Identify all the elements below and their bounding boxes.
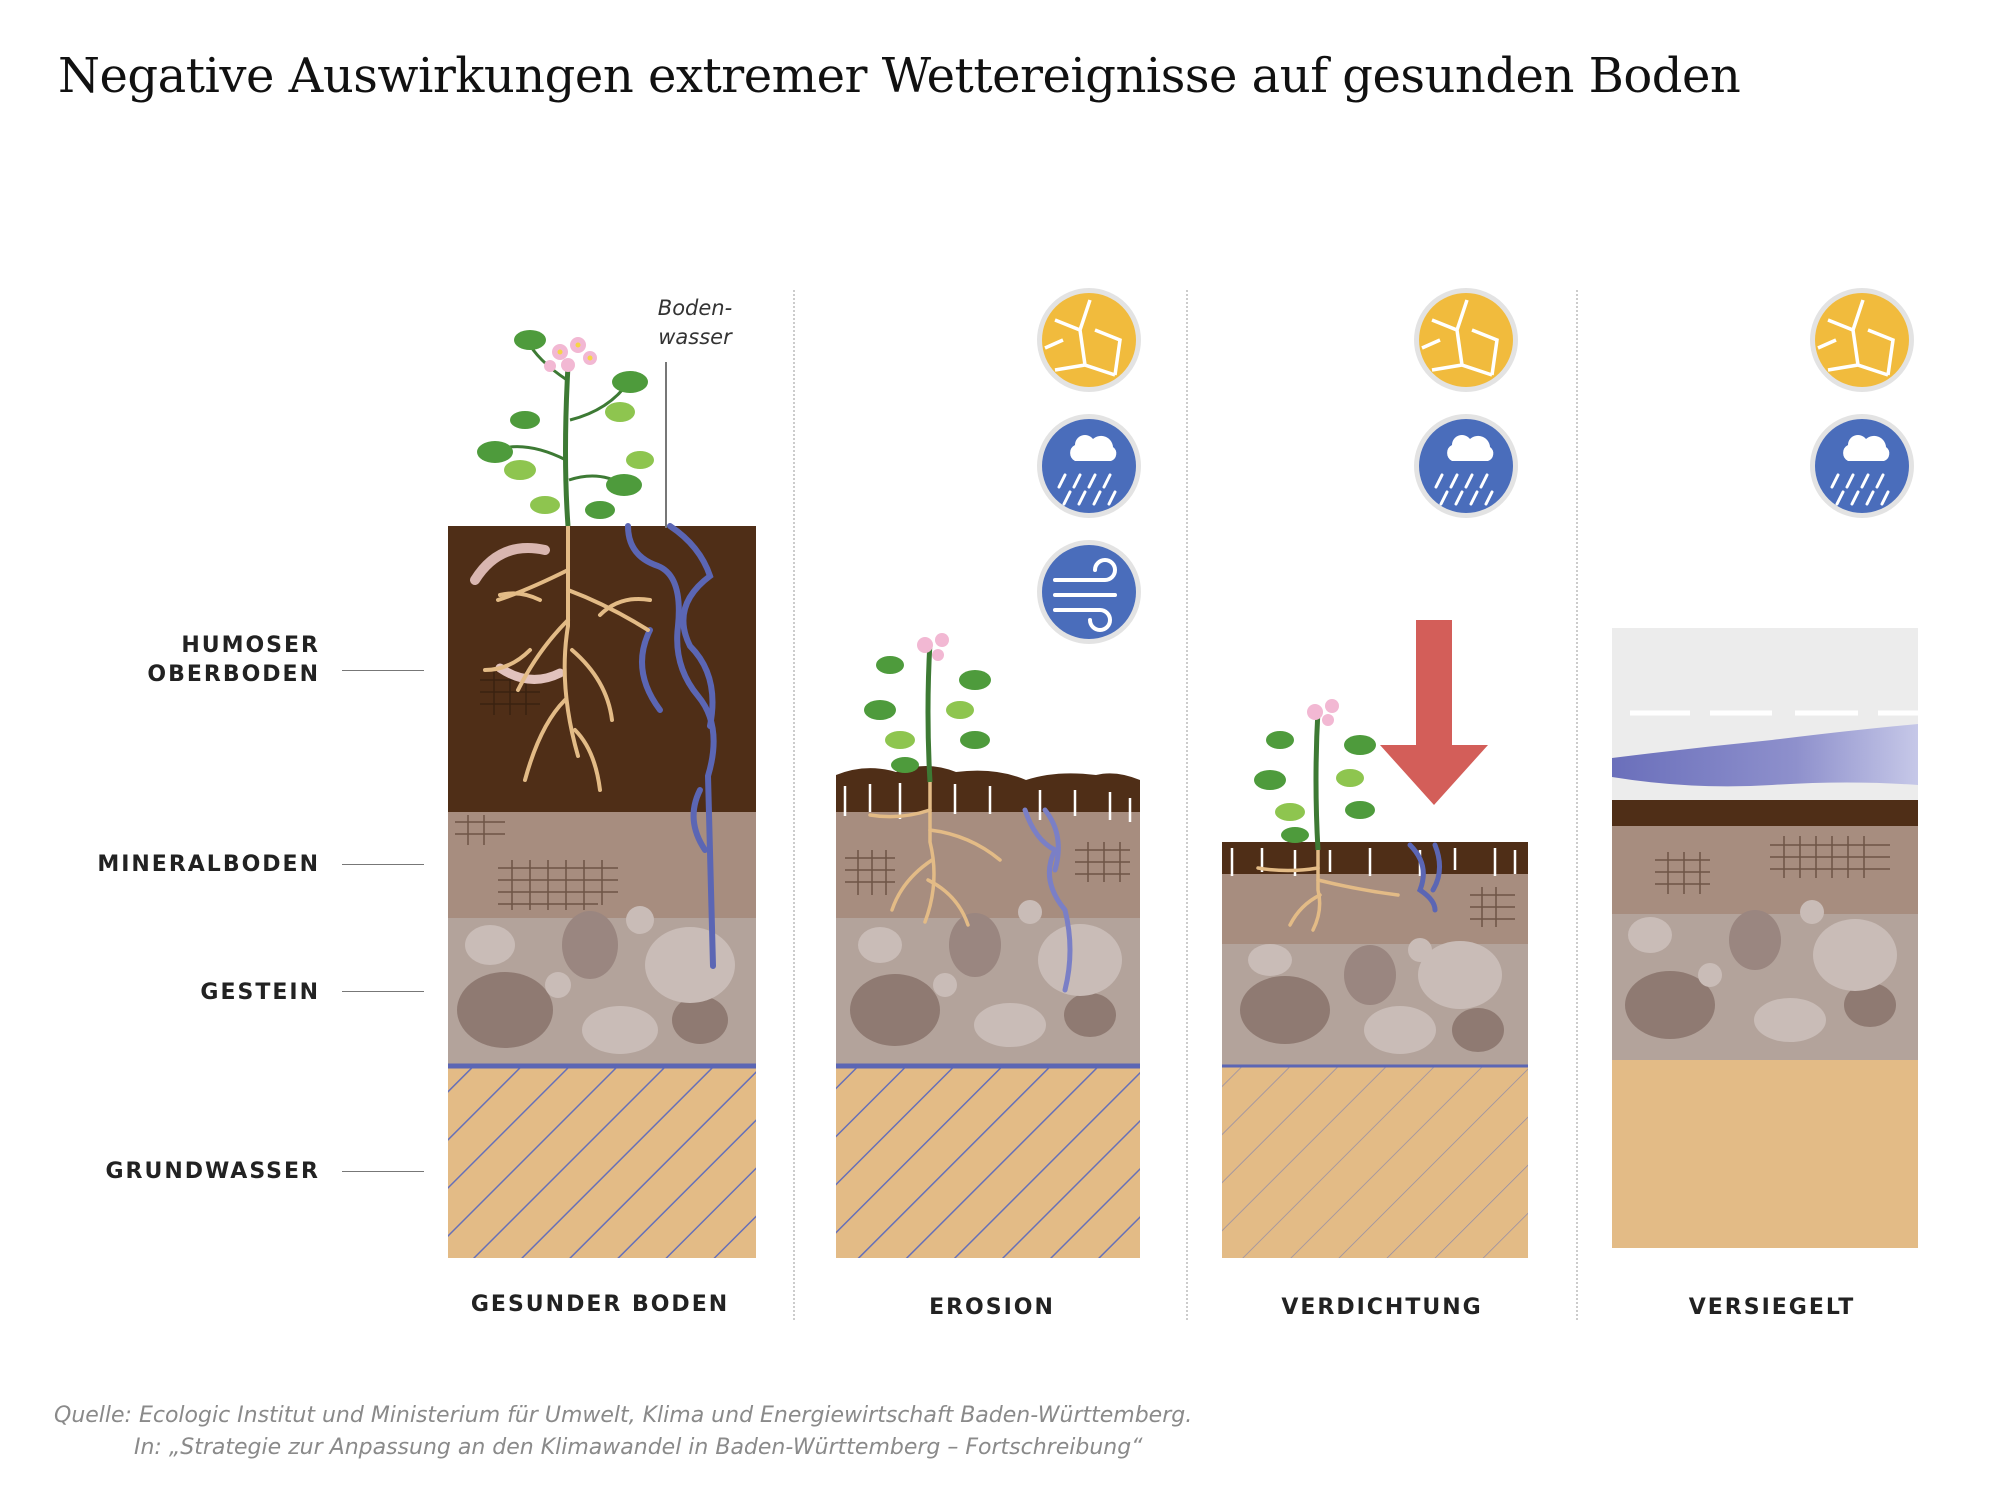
wind-icon bbox=[1037, 540, 1141, 644]
mineral-layer bbox=[1612, 826, 1918, 914]
page-title: Negative Auswirkungen extremer Wettereig… bbox=[58, 48, 1741, 104]
heavy-rain-icon bbox=[1810, 414, 1914, 518]
stones bbox=[850, 900, 1122, 1047]
column-label-erosion: EROSION bbox=[929, 1295, 1055, 1320]
earthworm bbox=[470, 543, 550, 585]
stones bbox=[1625, 900, 1897, 1042]
soilwater-label: Boden- wasser bbox=[640, 294, 750, 352]
surface-runoff-water bbox=[1612, 724, 1918, 787]
stones bbox=[1240, 938, 1504, 1054]
leader-line-mineral bbox=[342, 864, 424, 865]
soil-texture bbox=[845, 842, 1130, 895]
soilwater-label-line1: Boden- bbox=[657, 296, 733, 320]
heavy-rain-icon bbox=[1414, 414, 1518, 518]
plant-roots bbox=[868, 780, 1002, 927]
groundwater-layer bbox=[1612, 1060, 1918, 1248]
soil-column-sealed bbox=[1612, 628, 1918, 1248]
plant-roots bbox=[1256, 848, 1400, 932]
soil-texture bbox=[1655, 836, 1890, 894]
column-label-sealed: VERSIEGELT bbox=[1688, 1295, 1856, 1320]
soil-texture bbox=[1470, 887, 1515, 927]
humus-layer bbox=[1612, 800, 1918, 826]
layer-label-humus-line1: HUMOSER bbox=[181, 633, 320, 658]
layer-label-humus: HUMOSER OBERBODEN bbox=[147, 631, 320, 689]
groundwater-layer bbox=[836, 1066, 1140, 1258]
humus-layer bbox=[836, 766, 1140, 812]
column-divider bbox=[793, 290, 795, 1320]
plant bbox=[477, 330, 654, 527]
groundwater-layer bbox=[1222, 1066, 1528, 1258]
column-label-compaction: VERDICHTUNG bbox=[1281, 1295, 1483, 1320]
soil-column-compaction bbox=[1222, 620, 1528, 1258]
soil-water-channels bbox=[1022, 807, 1073, 993]
mineral-layer bbox=[1222, 874, 1528, 944]
leader-line-humus bbox=[342, 670, 424, 671]
leader-line-groundwater bbox=[342, 1171, 424, 1172]
soil-column-erosion bbox=[836, 633, 1140, 1258]
dry-cracks bbox=[843, 783, 1132, 822]
mineral-layer bbox=[836, 812, 1140, 918]
source-line2: In: „Strategie zur Anpassung an den Klim… bbox=[134, 1435, 1143, 1460]
soil-column-healthy bbox=[448, 330, 756, 1258]
layer-label-humus-line2: OBERBODEN bbox=[147, 662, 320, 687]
soil-water-channels bbox=[625, 523, 717, 969]
column-divider bbox=[1576, 290, 1578, 1320]
source-line1: Quelle: Ecologic Institut und Ministeriu… bbox=[54, 1403, 1193, 1428]
drought-icon bbox=[1414, 288, 1518, 392]
plant bbox=[1254, 699, 1376, 851]
groundwater-layer bbox=[448, 1066, 756, 1258]
layer-label-rock: GESTEIN bbox=[200, 980, 320, 1005]
compaction-arrow bbox=[1380, 620, 1488, 805]
soil-water-channels bbox=[1407, 842, 1442, 913]
plant-roots bbox=[483, 524, 652, 792]
soilwater-label-line2: wasser bbox=[658, 325, 732, 349]
drought-icon bbox=[1810, 288, 1914, 392]
leader-line-rock bbox=[342, 991, 424, 992]
earthworm bbox=[495, 663, 565, 684]
layer-label-mineral: MINERALBODEN bbox=[97, 852, 320, 877]
source-note: Quelle: Ecologic Institut und Ministeriu… bbox=[54, 1400, 1192, 1464]
stones bbox=[457, 906, 735, 1054]
plant bbox=[864, 633, 991, 783]
soil-texture bbox=[455, 670, 618, 910]
layer-label-groundwater: GRUNDWASSER bbox=[105, 1159, 320, 1184]
heavy-rain-icon bbox=[1037, 414, 1141, 518]
drought-icon bbox=[1037, 288, 1141, 392]
column-label-healthy: GESUNDER BODEN bbox=[470, 1292, 730, 1317]
column-divider bbox=[1186, 290, 1188, 1320]
